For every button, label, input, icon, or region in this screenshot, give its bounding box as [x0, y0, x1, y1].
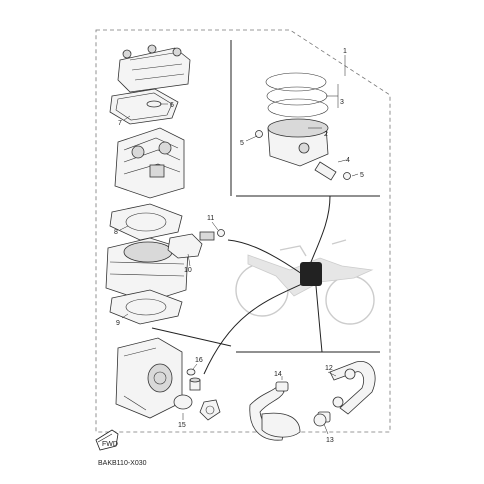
fwd-label: FWD	[102, 441, 118, 448]
callout-10: 10	[184, 267, 192, 274]
callout-5-right: 5	[360, 172, 364, 179]
piston	[267, 118, 329, 167]
piston-pin	[314, 161, 337, 181]
crankcase-cover	[115, 337, 183, 419]
piston-clip-right	[343, 172, 351, 180]
callout-1: 1	[343, 48, 347, 55]
piston-clip-left	[255, 130, 263, 138]
divider-left-diag	[151, 327, 232, 347]
callout-12: 12	[325, 365, 333, 372]
leader-to-hoses	[315, 285, 323, 353]
callout-7: 7	[118, 120, 122, 127]
callout-8: 8	[114, 229, 118, 236]
hose-clamp-lower	[313, 413, 327, 427]
callout-2: 2	[324, 131, 328, 138]
callout-9: 9	[116, 320, 120, 327]
callout-11: 11	[207, 215, 214, 222]
piston-rings	[265, 72, 329, 118]
plug-gasket	[146, 100, 162, 108]
hose-clamp-top	[344, 368, 356, 380]
diagram-code: BAKB110-X030	[98, 460, 147, 467]
drain-cap	[199, 399, 221, 421]
thermostat-housing	[167, 231, 215, 259]
fwd-arrow-icon: FWD	[95, 429, 119, 451]
callout-6: 6	[170, 102, 174, 109]
cylinder-head	[114, 127, 185, 199]
hose-joint-14	[275, 381, 289, 392]
head-cover-gasket	[109, 88, 179, 125]
callout-5-left: 5	[240, 140, 244, 147]
engine-highlight	[300, 262, 322, 286]
hose-clamp-bottom	[332, 396, 344, 408]
bolt-washer	[217, 229, 225, 237]
motorcycle-locator	[235, 239, 375, 325]
cylinder-head-cover	[117, 44, 191, 93]
radiator-hose-right	[329, 361, 376, 415]
radiator-hose-left	[249, 385, 285, 441]
leader-to-piston	[310, 195, 331, 263]
callout-14: 14	[274, 371, 282, 378]
bottom-hose-segment	[261, 412, 301, 438]
base-gasket	[109, 289, 183, 325]
cylinder	[105, 237, 189, 303]
callout-16: 16	[195, 357, 203, 364]
kit-boundary	[95, 29, 391, 433]
callout-3: 3	[340, 99, 344, 106]
head-gasket	[109, 203, 183, 241]
leader-to-left-column	[227, 239, 303, 275]
callout-15: 15	[178, 422, 186, 429]
callout-4: 4	[346, 157, 350, 164]
o-ring-large	[173, 394, 193, 410]
oil-filter-plug	[189, 377, 201, 391]
callout-leaders	[119, 55, 359, 435]
callout-13: 13	[326, 437, 334, 444]
leader-to-crankcase	[203, 283, 303, 375]
o-ring-small	[186, 368, 196, 376]
